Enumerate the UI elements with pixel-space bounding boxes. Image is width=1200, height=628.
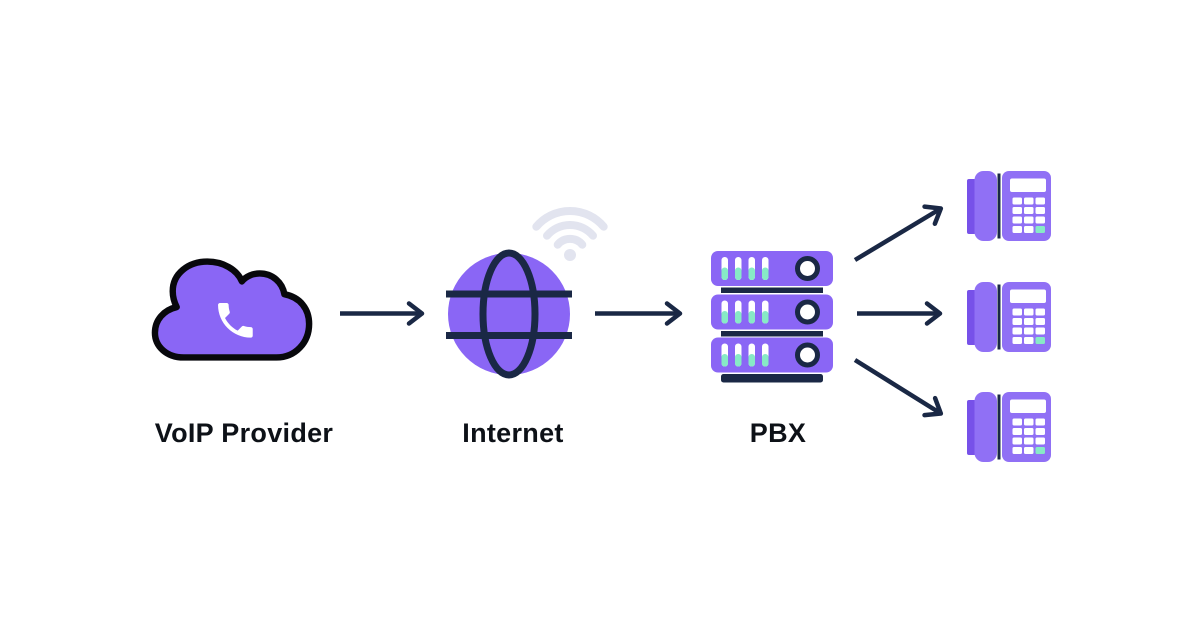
phone-cradle <box>967 400 976 455</box>
globe-icon <box>446 249 572 379</box>
phone-display <box>1010 289 1046 303</box>
server-divider <box>721 287 823 293</box>
pbx-label: PBX <box>749 418 807 448</box>
arrow-pbx-to-phone-3 <box>853 358 944 418</box>
server-power-light <box>795 342 820 368</box>
server-unit <box>711 337 833 373</box>
phone-divider <box>997 394 1001 460</box>
server-power-light <box>795 256 820 281</box>
phone-handset <box>974 171 997 241</box>
server-divider <box>721 331 823 337</box>
server-stack-icon <box>711 251 833 383</box>
server-base <box>721 374 823 383</box>
phone-cradle <box>967 179 976 234</box>
phone-cradle <box>967 290 976 345</box>
phone-display <box>1010 399 1046 413</box>
cloud-icon <box>151 258 313 361</box>
desk-phone-icon <box>967 282 1051 352</box>
phone-keypad <box>1012 197 1045 233</box>
phone-handset-icon <box>218 302 253 338</box>
phone-divider <box>997 284 1001 350</box>
arrow-pbx-to-phone-1 <box>853 204 944 262</box>
phone-display <box>1010 178 1046 192</box>
server-unit <box>711 294 833 330</box>
server-power-light <box>795 299 820 325</box>
server-unit <box>711 251 833 286</box>
desk-phone-icon <box>967 392 1051 462</box>
desk-phone-icon <box>967 171 1051 241</box>
wifi-icon <box>532 206 608 261</box>
phone-keypad <box>1012 418 1045 454</box>
internet-label: Internet <box>462 418 564 448</box>
wifi-dot <box>564 249 576 261</box>
phone-handset <box>974 392 997 462</box>
phone-handset <box>974 282 997 352</box>
phone-keypad <box>1012 308 1045 344</box>
phone-divider <box>997 173 1001 239</box>
voip-provider-label: VoIP Provider <box>154 418 334 448</box>
